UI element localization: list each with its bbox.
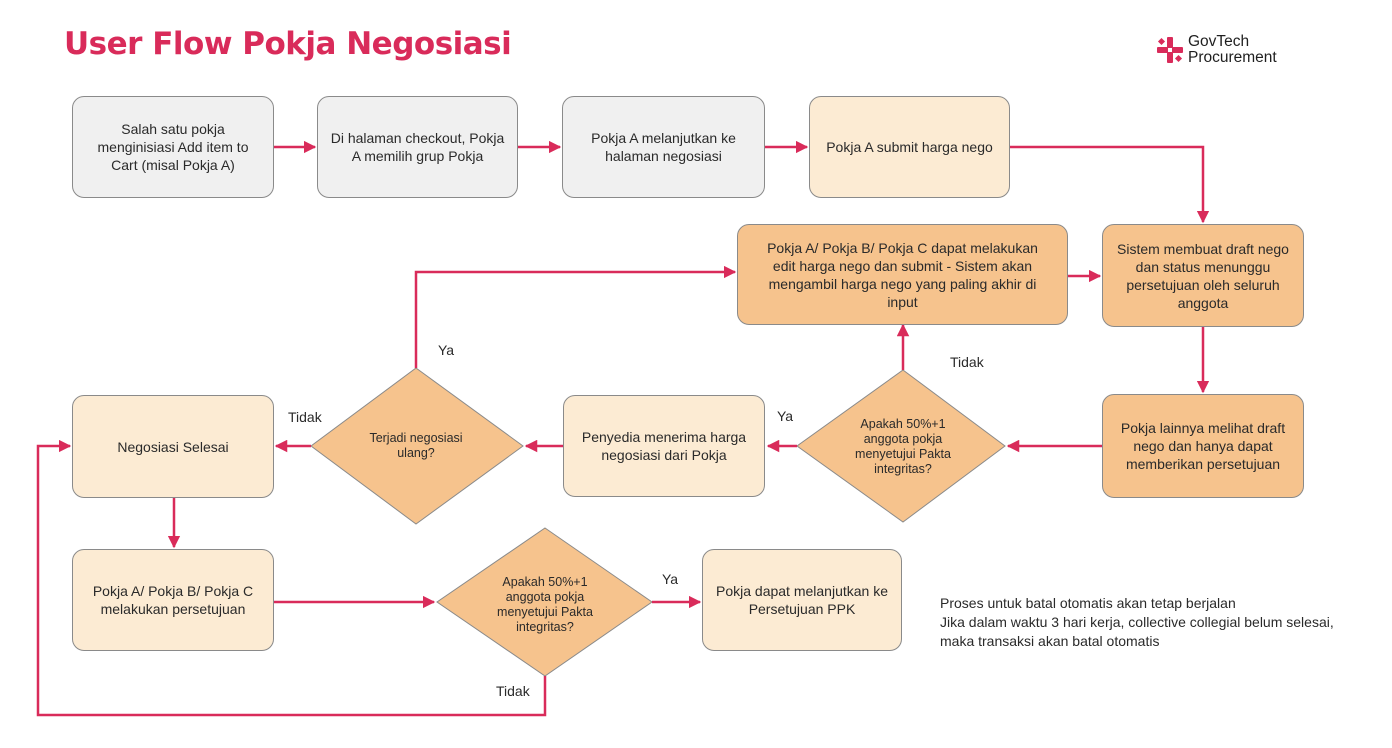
label-vote2-tidak: Tidak [496,683,530,699]
note-line-2: Jika dalam waktu 3 hari kerja, collectiv… [940,614,1334,630]
label-vote1-tidak: Tidak [950,354,984,370]
govtech-logo-icon [1157,37,1183,63]
brand-line-2: Procurement [1188,49,1277,66]
label-vote1-ya: Ya [777,408,794,424]
node-draft: Sistem membuat draft nego dan status men… [1102,224,1304,327]
label-renego-tidak: Tidak [288,409,322,425]
arrow-submit-draft [1010,145,1210,224]
decision-diamond-vote1 [796,369,1006,523]
node-ppk: Pokja dapat melanjutkan ke Persetujuan P… [702,549,902,651]
node-checkout: Di halaman checkout, Pokja A memilih gru… [317,96,518,198]
decision-diamond-renego [310,367,524,525]
label-vote2-ya: Ya [662,571,679,587]
node-vendor: Penyedia menerima harga negosiasi dari P… [563,395,765,497]
node-edit: Pokja A/ Pokja B/ Pokja C dapat melakuka… [737,224,1068,325]
brand-line-1: GovTech [1188,33,1250,50]
node-approve: Pokja A/ Pokja B/ Pokja C melakukan pers… [72,549,274,651]
page-title: User Flow Pokja Negosiasi [64,26,512,62]
node-submit: Pokja A submit harga nego [809,96,1010,198]
arrow-renego-edit [414,265,737,368]
arrow-vote2-done [36,439,547,717]
decision-vote1-text: Apakah 50%+1 anggota pokja menyetujui Pa… [855,417,951,476]
note-line-1: Proses untuk batal otomatis akan tetap b… [940,595,1236,611]
label-renego-ya: Ya [438,342,455,358]
node-done: Negosiasi Selesai [72,395,274,498]
brand-logo: GovTech Procurement [1156,34,1306,70]
decision-vote2-text: Apakah 50%+1 anggota pokja menyetujui Pa… [497,575,593,634]
node-add-item: Salah satu pokja menginisiasi Add item t… [72,96,274,198]
note-line-3: maka transaksi akan batal otomatis [940,633,1160,649]
node-view-draft: Pokja lainnya melihat draft nego dan han… [1102,394,1304,498]
decision-renego-text: Terjadi negosiasi ulang? [369,431,463,460]
auto-cancel-note: Proses untuk batal otomatis akan tetap b… [940,594,1334,651]
node-to-nego: Pokja A melanjutkan ke halaman negosiasi [562,96,765,198]
